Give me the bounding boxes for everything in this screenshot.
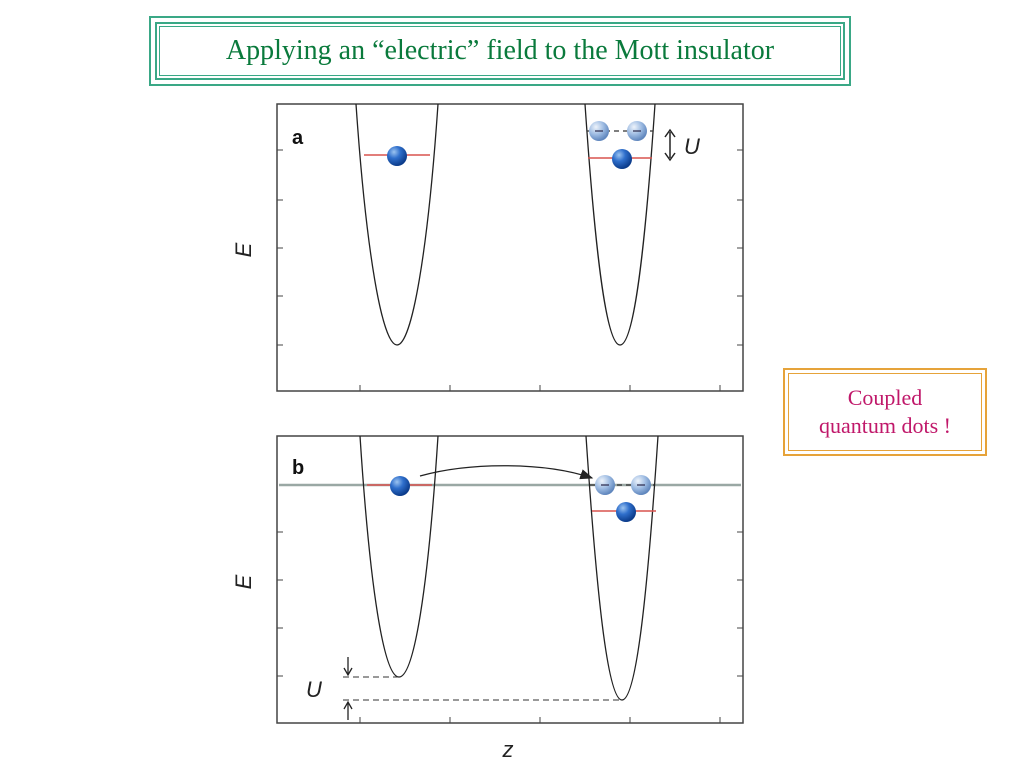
- panel-b-offset-label: U: [306, 677, 322, 702]
- note-line-2: quantum dots !: [819, 413, 951, 438]
- panel-a-letter: a: [292, 127, 304, 149]
- slide-title: Applying an “electric” field to the Mott…: [225, 35, 775, 66]
- panel-b: b E U z: [231, 435, 744, 762]
- panel-b-left-particle: [390, 476, 410, 496]
- panel-b-ticks: [277, 531, 743, 723]
- panel-b-x-axis-label: z: [502, 737, 514, 762]
- panel-a: a E U: [231, 103, 744, 392]
- slide-title-frame: Applying an “electric” field to the Mott…: [149, 16, 851, 86]
- panel-b-right-particle: [616, 502, 636, 522]
- panel-a-y-axis-label: E: [231, 242, 256, 257]
- panel-b-right-well: [585, 435, 659, 701]
- panel-a-left-well: [355, 103, 439, 346]
- panel-b-letter: b: [292, 457, 304, 479]
- note-inner-frame: Coupled quantum dots !: [788, 373, 982, 451]
- note-line-1: Coupled: [847, 385, 923, 410]
- note-frame: Coupled quantum dots !: [783, 368, 987, 456]
- panel-a-frame: [276, 103, 744, 392]
- panel-b-left-well: [359, 435, 439, 678]
- panel-a-interaction-label: U: [684, 134, 700, 159]
- panel-a-interaction-arrow: [664, 128, 676, 162]
- panel-b-y-axis-label: E: [231, 574, 256, 589]
- panel-b-tunneling-arrow: [419, 465, 594, 480]
- panel-b-offset-arrows: [343, 657, 353, 720]
- panel-a-left-particle: [387, 146, 407, 166]
- panel-a-right-particle: [612, 149, 632, 169]
- slide-title-inner-frame: Applying an “electric” field to the Mott…: [155, 22, 845, 80]
- panel-a-right-well: [584, 103, 656, 346]
- panel-a-ticks: [277, 149, 743, 391]
- panel-b-frame: [276, 435, 744, 724]
